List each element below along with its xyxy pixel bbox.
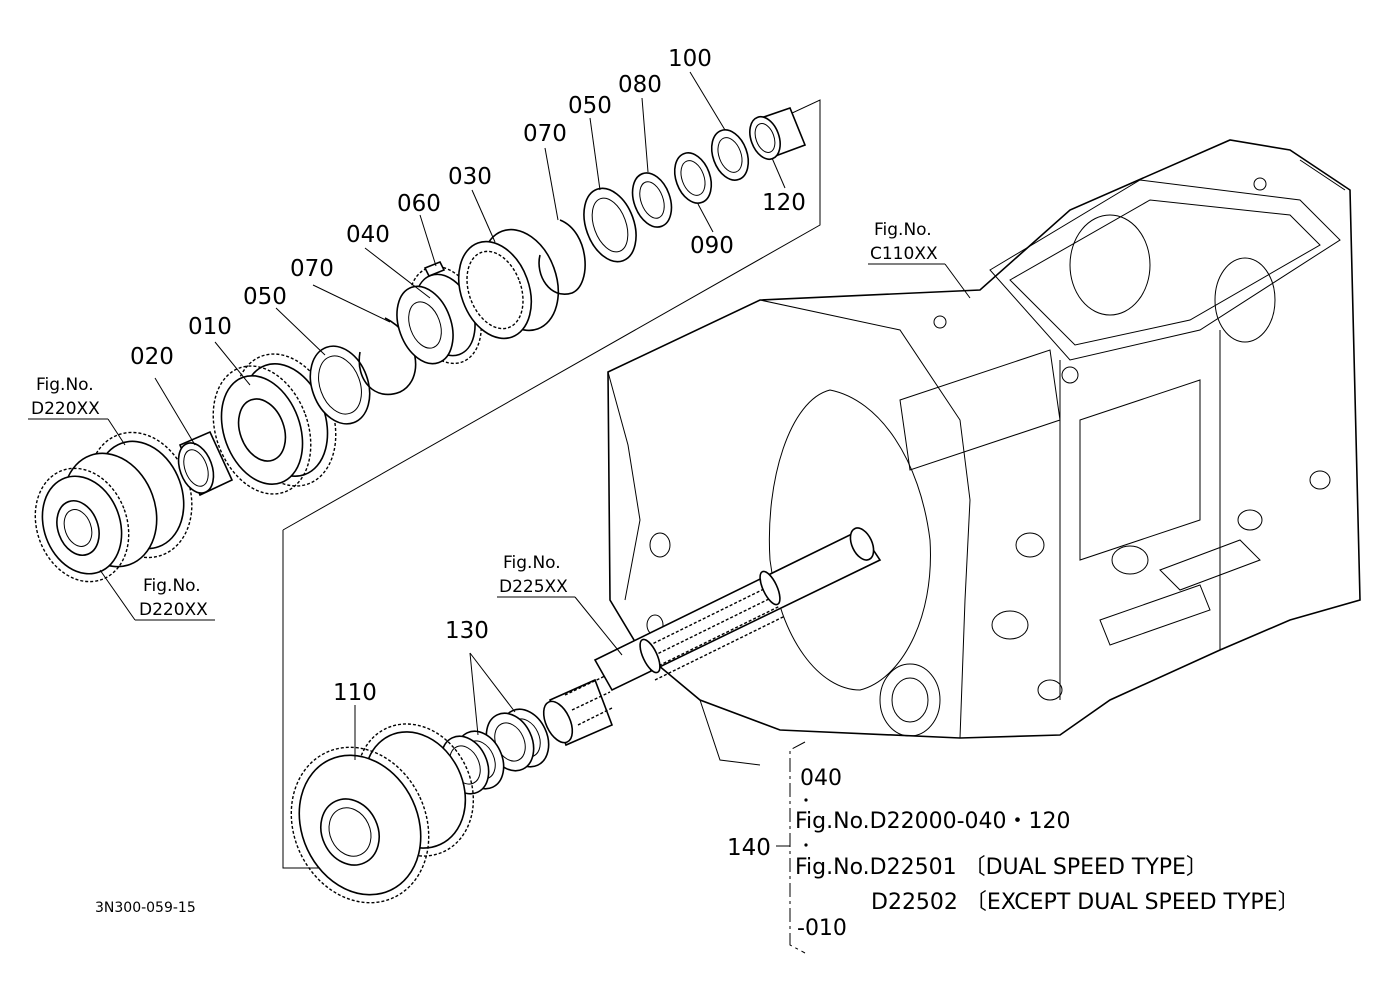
fig-ref-c110-label: Fig.No. [874, 220, 932, 240]
assembly-note: 040 Fig.No.D22000-040・120 Fig.No.D22501 … [795, 766, 1300, 941]
gear-110 [290, 723, 475, 904]
fig-ref-d220-top-label: Fig.No. [36, 375, 94, 395]
part-label-070-b: 070 [523, 121, 567, 147]
bearing-130-a [485, 708, 550, 772]
fig-ref-d220-bottom: D220XX [139, 600, 208, 620]
part-label-060: 060 [397, 191, 441, 217]
ring-050-a [309, 345, 371, 425]
gear-010 [212, 353, 337, 495]
washer-090 [673, 152, 713, 204]
needle-bearing-020 [177, 430, 234, 497]
fig-ref-c110: C110XX [870, 244, 938, 264]
washer-100 [710, 129, 750, 181]
part-label-140: 140 [727, 835, 771, 861]
part-label-070-a: 070 [290, 256, 334, 282]
hub-040 [396, 265, 482, 365]
fig-ref-d220-top: D220XX [31, 399, 100, 419]
part-label-080: 080 [618, 72, 662, 98]
part-labels: 010 020 030 040 050 050 060 070 070 080 … [130, 46, 806, 861]
washer-080 [631, 172, 673, 228]
part-label-040: 040 [346, 222, 390, 248]
part-label-120: 120 [762, 190, 806, 216]
needle-bearing-120 [749, 106, 807, 161]
snap-ring-070-b [538, 219, 586, 295]
ring-050-b [583, 187, 637, 263]
main-shaft [593, 527, 882, 692]
part-label-130: 130 [445, 618, 489, 644]
part-label-010: 010 [188, 314, 232, 340]
note-line-5: -010 [797, 916, 847, 941]
fig-ref-d220-bottom-label: Fig.No. [143, 576, 201, 596]
part-label-020: 020 [130, 344, 174, 370]
figure-refs: Fig.No. D220XX Fig.No. D220XX Fig.No. C1… [31, 220, 938, 620]
part-label-030: 030 [448, 164, 492, 190]
part-label-090: 090 [690, 233, 734, 259]
note-line-3: Fig.No.D22501 〔DUAL SPEED TYPE〕 [795, 855, 1208, 880]
note-line-1: 040 [800, 766, 842, 791]
fig-ref-d225-label: Fig.No. [503, 553, 561, 573]
note-line-4: D22502 〔EXCEPT DUAL SPEED TYPE〕 [871, 890, 1300, 915]
group-frame [282, 99, 821, 869]
transmission-case [607, 139, 1361, 766]
sleeve-030 [457, 228, 560, 340]
part-label-050-b: 050 [568, 93, 612, 119]
part-label-050-a: 050 [243, 284, 287, 310]
note-bracket [789, 741, 806, 954]
fig-ref-d225: D225XX [499, 577, 568, 597]
leader-lines [28, 71, 971, 847]
note-line-2: Fig.No.D22000-040・120 [795, 809, 1071, 834]
part-label-110: 110 [333, 680, 377, 706]
drawing-code: 3N300-059-15 [95, 900, 196, 916]
part-label-100: 100 [668, 46, 712, 72]
shaft-collar [542, 675, 614, 747]
